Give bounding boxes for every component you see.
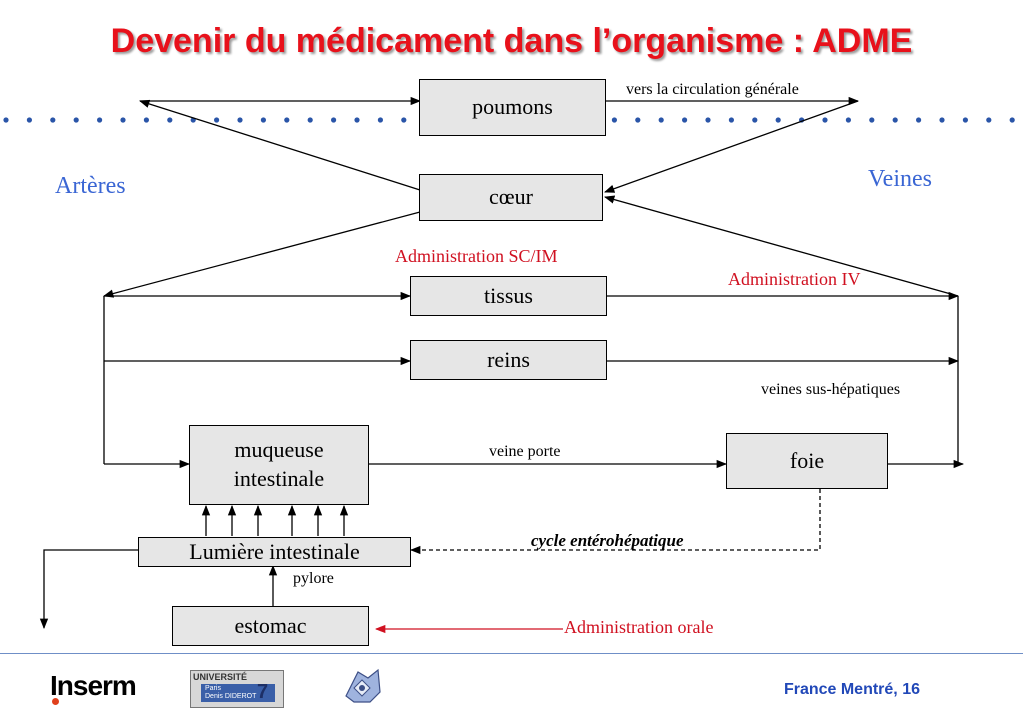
separator-dot bbox=[284, 117, 290, 123]
separator-dot bbox=[120, 117, 126, 123]
arteres-label: Artères bbox=[55, 173, 126, 199]
veines-sus-hepatiques-label: veines sus-hépatiques bbox=[761, 381, 901, 398]
separator-dot bbox=[939, 117, 945, 123]
universite-logo-line1: Paris bbox=[205, 685, 221, 692]
arrow-arteres-top bbox=[139, 99, 421, 191]
footer-divider bbox=[0, 653, 1023, 654]
arrow-fecal-elimination bbox=[39, 549, 138, 630]
separator-dot bbox=[331, 117, 337, 123]
arrow-coeur-to-arteres bbox=[102, 211, 421, 298]
separator-dot bbox=[775, 117, 781, 123]
separator-dot bbox=[307, 117, 313, 123]
arrow-veines-to-coeur bbox=[604, 100, 859, 193]
reins-box: reins bbox=[410, 340, 607, 380]
separator-dot bbox=[869, 117, 875, 123]
separator-dot bbox=[962, 117, 969, 123]
pylore-label: pylore bbox=[293, 570, 334, 587]
separator-dot bbox=[26, 117, 32, 123]
separator-dot bbox=[97, 117, 103, 123]
separator-dot bbox=[214, 117, 220, 123]
separator-dot bbox=[354, 117, 360, 123]
separator-dot bbox=[377, 117, 383, 123]
separator-dot bbox=[682, 117, 688, 123]
universite-logo-number: 7 bbox=[257, 681, 269, 703]
separator-dot bbox=[260, 117, 266, 123]
footer-credit: France Mentré, 16 bbox=[784, 681, 920, 699]
universite-logo-text: Paris Denis DIDEROT bbox=[205, 685, 256, 701]
universite-paris-7-logo: UNIVERSITÉ Paris Denis DIDEROT 7 bbox=[190, 670, 284, 708]
footer-author: France Mentré, bbox=[783, 681, 898, 698]
separator-dot bbox=[892, 117, 898, 123]
separator-dot bbox=[705, 117, 711, 123]
footer-page-number: 16 bbox=[902, 681, 920, 698]
inserm-logo-dot bbox=[52, 698, 59, 705]
administration-sc-im-label: Administration SC/IM bbox=[395, 246, 558, 266]
veines-label: Veines bbox=[868, 166, 932, 192]
separator-dot bbox=[822, 117, 828, 123]
administration-orale-label: Administration orale bbox=[564, 617, 714, 637]
muqueuse-line1: muqueuse bbox=[234, 437, 324, 463]
separator-dot bbox=[728, 117, 735, 123]
separator-dot bbox=[752, 117, 758, 123]
coeur-box: cœur bbox=[419, 174, 603, 221]
page-title: Devenir du médicament dans l’organisme :… bbox=[110, 22, 913, 60]
crest-logo-icon bbox=[345, 668, 381, 703]
separator-dot bbox=[635, 117, 641, 123]
muqueuse-intestinale-box: muqueuse intestinale bbox=[189, 425, 369, 505]
inserm-logo: Inserm bbox=[50, 670, 137, 701]
estomac-box: estomac bbox=[172, 606, 369, 646]
separator-dot bbox=[611, 117, 618, 123]
separator-dot bbox=[50, 117, 56, 123]
administration-iv-label: Administration IV bbox=[728, 269, 861, 289]
foie-box: foie bbox=[726, 433, 888, 489]
separator-dot bbox=[916, 117, 922, 123]
separator-dot bbox=[658, 117, 664, 123]
tissus-box: tissus bbox=[410, 276, 607, 316]
universite-logo-band bbox=[201, 684, 275, 702]
separator-dot bbox=[167, 117, 173, 123]
universite-logo-top: UNIVERSITÉ bbox=[193, 672, 248, 682]
separator-dot bbox=[986, 117, 992, 123]
lumiere-intestinale-box: Lumière intestinale bbox=[138, 537, 411, 567]
veine-porte-label: veine porte bbox=[489, 443, 561, 460]
separator-dot bbox=[73, 117, 79, 123]
universite-logo-line2: Denis DIDEROT bbox=[205, 693, 257, 700]
separator-dot bbox=[401, 117, 407, 123]
arrow-veines-up-to-coeur bbox=[603, 195, 959, 297]
separator-dot bbox=[237, 117, 243, 123]
cycle-enterohepatique-label: cycle entérohépatique bbox=[531, 531, 684, 550]
separator-dot bbox=[3, 117, 9, 123]
separator-dot bbox=[143, 117, 149, 123]
separator-dot bbox=[1009, 117, 1015, 123]
separator-dot bbox=[845, 117, 852, 123]
poumons-box: poumons bbox=[419, 79, 606, 136]
muqueuse-line2: intestinale bbox=[233, 466, 325, 491]
circulation-generale-label: vers la circulation générale bbox=[626, 81, 799, 98]
